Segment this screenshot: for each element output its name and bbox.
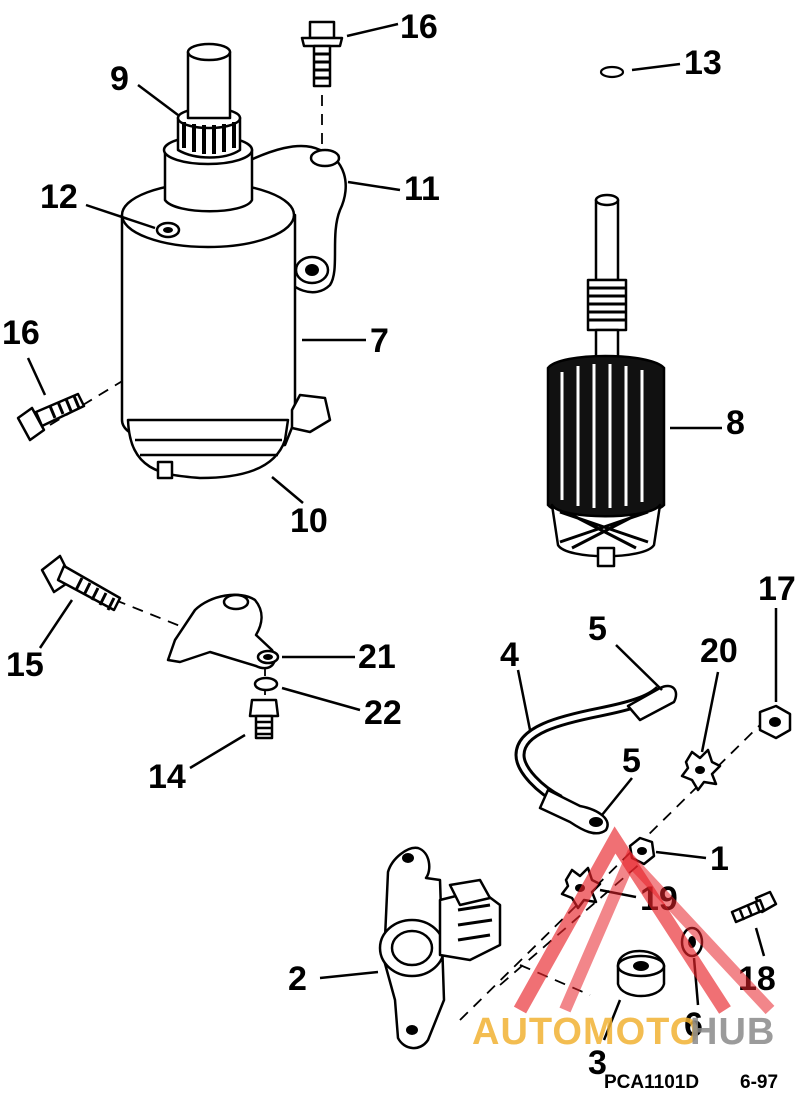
callout-3: 3 — [588, 1044, 607, 1082]
washer-22 — [253, 676, 279, 692]
callout-15: 15 — [6, 646, 44, 684]
grommet-3 — [616, 949, 666, 998]
callout-4: 4 — [500, 636, 519, 674]
callout-1: 1 — [710, 840, 729, 878]
callout-5-bottom: 5 — [622, 742, 641, 780]
retaining-ring-13 — [599, 65, 625, 79]
callout-22: 22 — [364, 694, 402, 732]
bolt-15 — [40, 554, 122, 612]
callout-17: 17 — [758, 570, 796, 608]
screw-14 — [248, 698, 280, 740]
callout-13: 13 — [684, 44, 722, 82]
battery-cable-4 — [514, 684, 678, 835]
figure-date: 6-97 — [740, 1072, 778, 1093]
callout-20: 20 — [700, 632, 738, 670]
nut-17 — [758, 704, 792, 740]
callout-numbers: 16 13 9 11 12 16 7 8 10 17 5 20 4 21 15 … — [2, 8, 796, 1082]
callout-5-top: 5 — [588, 610, 607, 648]
callout-7: 7 — [370, 322, 389, 360]
armature — [546, 193, 666, 568]
starter-motor-housing — [120, 42, 347, 480]
callout-14: 14 — [148, 758, 186, 796]
callout-9: 9 — [110, 60, 129, 98]
screw-18 — [730, 890, 778, 924]
lockwasher-20 — [680, 748, 722, 792]
callout-11: 11 — [404, 170, 440, 208]
automotohub-watermark: AUTOMOTO HUB — [472, 826, 775, 1053]
callout-21: 21 — [358, 638, 396, 676]
mounting-bracket-21 — [166, 593, 280, 670]
callout-6: 6 — [684, 1006, 703, 1044]
figure-code: PCA1101D — [604, 1072, 699, 1093]
callout-12: 12 — [40, 178, 78, 216]
bolt-top-16 — [300, 20, 344, 88]
callout-8: 8 — [726, 404, 745, 442]
solenoid-bracket-2 — [378, 846, 502, 1050]
bolt-left-16 — [16, 392, 86, 442]
callout-10: 10 — [290, 502, 328, 540]
callout-2: 2 — [288, 960, 307, 998]
watermark-text-dark: HUB — [690, 1011, 775, 1053]
callout-16-top: 16 — [400, 8, 438, 46]
callout-16-left: 16 — [2, 314, 40, 352]
watermark-text-light: AUTOMOTO — [472, 1011, 700, 1053]
